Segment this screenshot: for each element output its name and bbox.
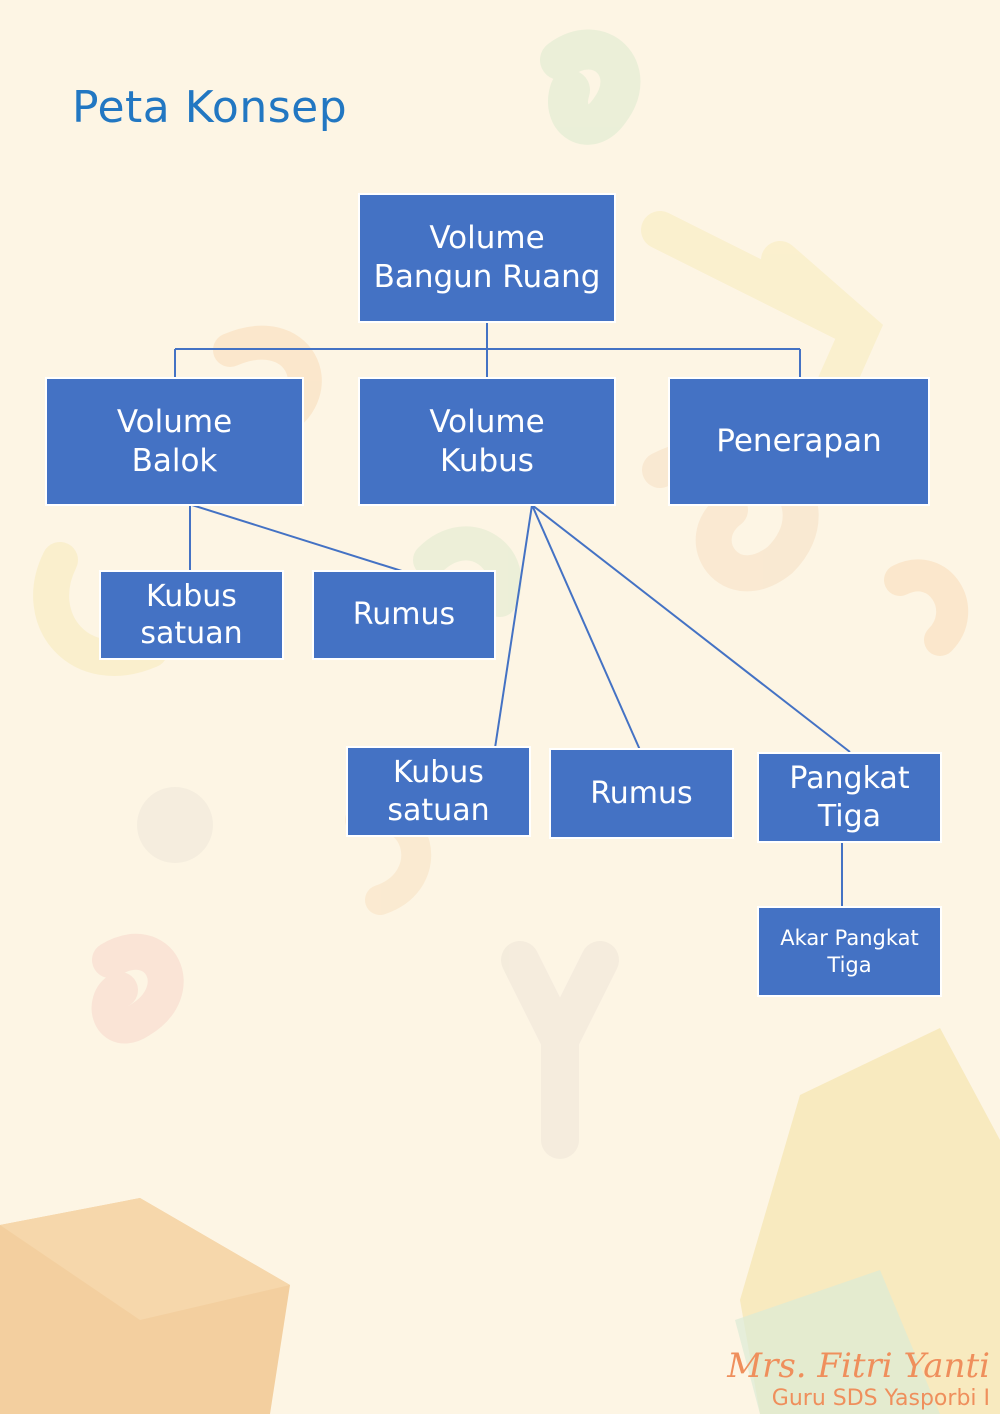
node-penerapan: Penerapan	[668, 377, 930, 506]
node-pangkat-tiga: Pangkat Tiga	[757, 752, 942, 843]
page-title: Peta Konsep	[72, 82, 348, 133]
node-kubus-kubus-satuan: Kubus satuan	[346, 746, 531, 837]
connector-root-bus	[174, 322, 801, 377]
decor-green-blob	[540, 29, 641, 145]
node-kubus-rumus: Rumus	[549, 748, 734, 839]
node-akar-pangkat-tiga: Akar Pangkat Tiga	[757, 906, 942, 997]
decor-pink-blob	[91, 933, 184, 1044]
decor-orange-blob-right	[884, 559, 969, 656]
decor-grey-y	[501, 941, 619, 1159]
node-balok-rumus: Rumus	[312, 570, 496, 660]
decor-orange-box-shade	[0, 1198, 290, 1320]
decor-green-ring	[413, 526, 522, 617]
connector-kubus-kubus-satuan	[494, 504, 533, 749]
decor-mint-square	[735, 1270, 940, 1414]
signature-name: Mrs. Fitri Yanti	[727, 1346, 990, 1387]
connector-kubus-pangkat-tiga	[531, 504, 851, 753]
node-volume-bangun-ruang: Volume Bangun Ruang	[358, 193, 616, 323]
node-balok-kubus-satuan: Kubus satuan	[99, 570, 284, 660]
signature: Mrs. Fitri Yanti Guru SDS Yasporbi I	[727, 1346, 990, 1412]
node-volume-kubus: Volume Kubus	[358, 377, 616, 506]
node-volume-balok: Volume Balok	[45, 377, 304, 506]
connector-balok-rumus	[191, 504, 406, 573]
signature-role: Guru SDS Yasporbi I	[771, 1385, 990, 1411]
decor-grey-dot	[137, 787, 213, 863]
connector-kubus-rumus	[531, 504, 641, 751]
